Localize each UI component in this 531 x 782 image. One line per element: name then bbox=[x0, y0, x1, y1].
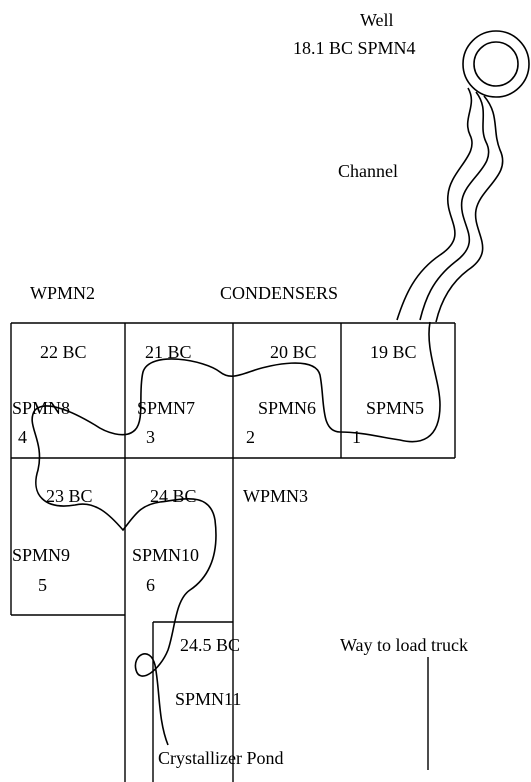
pond-number-2: 2 bbox=[246, 427, 255, 447]
spmn7-label: SPMN7 bbox=[137, 398, 196, 418]
pond-number-1: 1 bbox=[352, 427, 361, 447]
crystallizer-label: Crystallizer Pond bbox=[158, 748, 284, 768]
spmn9-label: SPMN9 bbox=[12, 545, 71, 565]
pond-number-3: 3 bbox=[146, 427, 155, 447]
well-inner-circle bbox=[473, 41, 519, 87]
well-info: 18.1 BC SPMN4 bbox=[293, 38, 416, 58]
spmn5-label: SPMN5 bbox=[366, 398, 425, 418]
pond-24-label: 24 BC bbox=[150, 486, 197, 506]
channel-label: Channel bbox=[338, 161, 398, 181]
spmn10-label: SPMN10 bbox=[132, 545, 200, 565]
spmn6-label: SPMN6 bbox=[258, 398, 317, 418]
truck-label: Way to load truck bbox=[340, 635, 469, 655]
pond-19-label: 19 BC bbox=[370, 342, 417, 362]
spmn11-label: SPMN11 bbox=[175, 689, 242, 709]
pond-20-label: 20 BC bbox=[270, 342, 317, 362]
well-title: Well bbox=[360, 10, 394, 30]
channel-line-middle bbox=[419, 91, 490, 321]
spmn8-label: SPMN8 bbox=[12, 398, 71, 418]
pond-22-label: 22 BC bbox=[40, 342, 87, 362]
pond-21-label: 21 BC bbox=[145, 342, 192, 362]
pond-23-label: 23 BC bbox=[46, 486, 93, 506]
well-outer-circle bbox=[462, 30, 530, 98]
pond-24-5-label: 24.5 BC bbox=[180, 635, 241, 655]
wpmn3-label: WPMN3 bbox=[243, 486, 309, 506]
pond-number-4: 4 bbox=[18, 427, 27, 447]
flow-path bbox=[31, 321, 441, 746]
header-wpmn2: WPMN2 bbox=[30, 283, 96, 303]
channel-line-left bbox=[396, 87, 473, 321]
channel-line-right bbox=[435, 95, 504, 323]
pond-number-5: 5 bbox=[38, 575, 47, 595]
header-condensers: CONDENSERS bbox=[220, 283, 339, 303]
pond-number-6: 6 bbox=[146, 575, 155, 595]
